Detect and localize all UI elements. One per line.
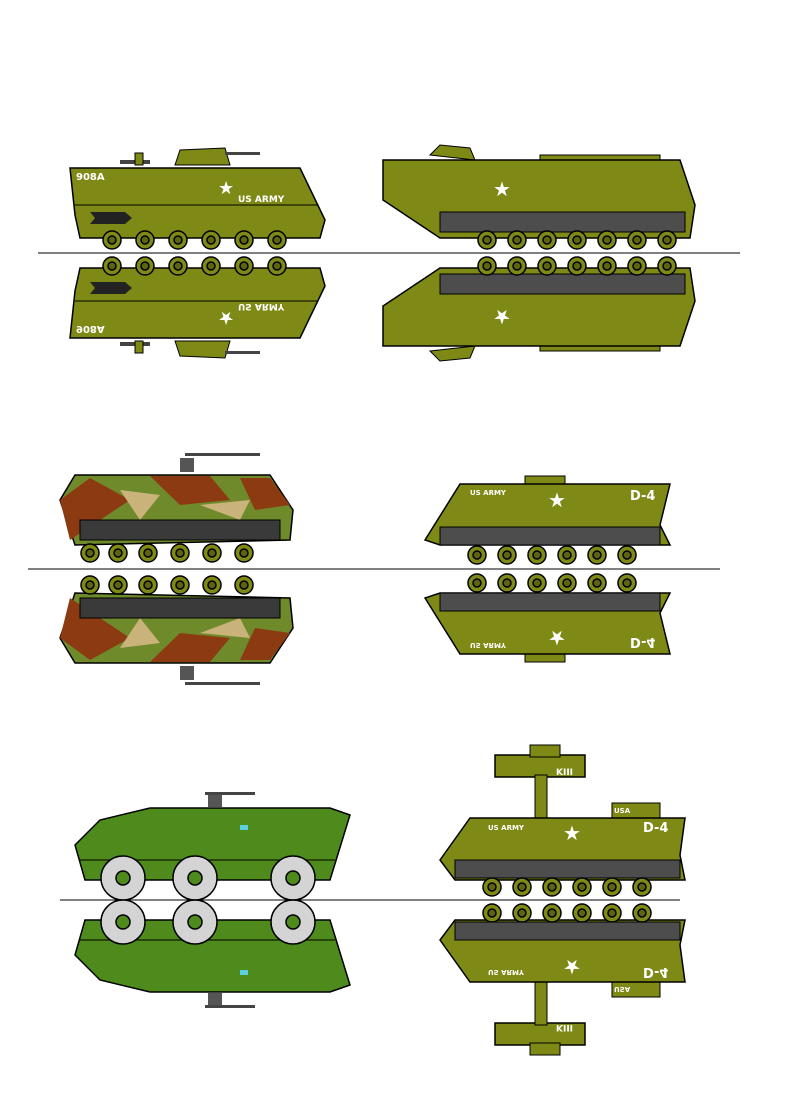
star-icon: ★ bbox=[218, 178, 234, 199]
vehicle-m113-camo bbox=[59, 453, 294, 563]
vehicle-m113-d4: US ARMY D-4 ★ bbox=[423, 475, 672, 565]
hull-number: 908A bbox=[76, 172, 105, 183]
launcher-label: KIII bbox=[556, 768, 573, 778]
vehicle-m113-long-mirror bbox=[383, 257, 695, 361]
us-army-marking: US ARMY bbox=[238, 195, 285, 205]
vehicle-m113-908a: 908A US ARMY ★ bbox=[69, 147, 326, 250]
road-wheels bbox=[467, 545, 637, 565]
vehicle-m113-d4-mirror bbox=[425, 574, 670, 662]
road-wheels bbox=[80, 543, 254, 563]
vehicle-wheeled-apc bbox=[74, 792, 351, 901]
vehicle-m901-itv: KIII USA US ARMY D-4 ★ bbox=[439, 744, 686, 897]
us-army-marking: US ARMY bbox=[488, 824, 525, 832]
vehicle-m113-908a-mirror bbox=[70, 257, 325, 358]
us-army-marking: US ARMY bbox=[470, 489, 507, 497]
star-icon: ★ bbox=[563, 821, 581, 845]
vehicle-m113-long: ★ bbox=[382, 144, 696, 250]
vehicle-m113-camo-mirror bbox=[60, 576, 293, 685]
box-label: USA bbox=[614, 807, 631, 815]
star-icon: ★ bbox=[493, 177, 511, 201]
bumper-code: D-4 bbox=[630, 489, 655, 504]
vehicle-m901-itv-mirror bbox=[440, 904, 685, 1055]
wheels bbox=[100, 855, 316, 901]
star-icon: ★ bbox=[548, 488, 566, 512]
vehicle-wheeled-apc-mirror bbox=[74, 899, 351, 1009]
bumper-code: D-4 bbox=[643, 821, 668, 836]
